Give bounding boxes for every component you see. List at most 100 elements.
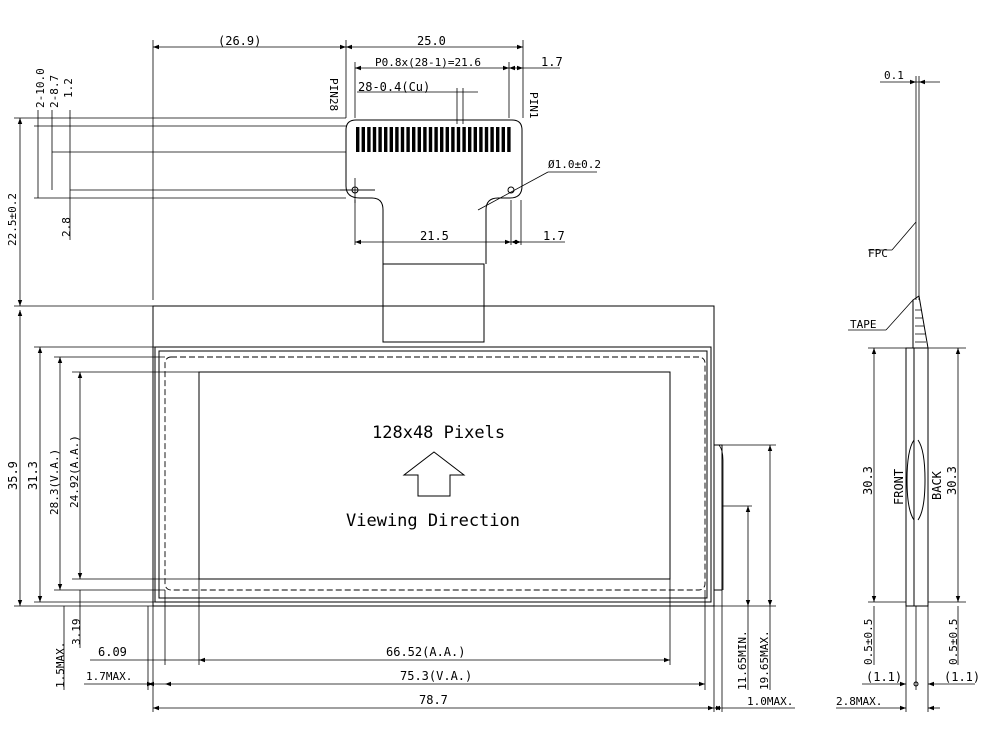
arrowhead xyxy=(928,705,934,711)
dim-0-5-left: 0.5±0.5 xyxy=(862,619,875,665)
arrowhead xyxy=(900,705,906,711)
pin1-label: PIN1 xyxy=(527,92,540,119)
arrowhead xyxy=(37,596,43,602)
arrowhead xyxy=(767,600,773,606)
arrowhead xyxy=(767,445,773,451)
arrowhead xyxy=(340,44,346,50)
arrowhead xyxy=(871,348,877,354)
dim-22-5: 22.5±0.2 xyxy=(6,193,19,246)
fpc-contact xyxy=(462,127,466,152)
dim-1-7-bot: 1.7 xyxy=(543,229,565,243)
fpc-contact xyxy=(456,127,461,152)
arrowheads xyxy=(17,44,961,711)
arrowhead xyxy=(355,65,361,71)
tape-region xyxy=(912,295,929,349)
fpc-contact xyxy=(406,127,410,152)
dim-1-2: 1.2 xyxy=(62,78,75,98)
arrowhead xyxy=(955,596,961,602)
dim-31-3: 31.3 xyxy=(26,461,40,490)
arrowhead xyxy=(346,44,352,50)
dim-pitch: P0.8x(28-1)=21.6 xyxy=(375,56,481,69)
module-outline xyxy=(152,305,715,607)
fpc-contact xyxy=(400,127,405,152)
fpc-contact xyxy=(384,127,388,152)
arrowhead xyxy=(928,681,934,687)
arrowhead xyxy=(153,44,159,50)
dim-0-5-right: 0.5±0.5 xyxy=(947,619,960,665)
dim-78-7: 78.7 xyxy=(419,693,448,707)
dim-2-10: 2-10.0 xyxy=(34,68,47,108)
top-dimensions: (26.9) 25.0 P0.8x(28-1)=21.6 1.7 28-0.4(… xyxy=(152,34,601,300)
arrowhead xyxy=(708,705,714,711)
arrowhead xyxy=(871,596,877,602)
arrowhead xyxy=(199,657,205,663)
arrowhead xyxy=(57,357,63,363)
dim-30-3-left: 30.3 xyxy=(861,466,875,495)
arrowhead xyxy=(503,65,509,71)
side-view: 0.1 FPC TAPE FRONT BACK 30.3 30.3 0.5±0.… xyxy=(836,69,980,712)
dim-hole: Ø1.0±0.2 xyxy=(548,158,601,171)
fpc-contact xyxy=(468,127,472,152)
tape-label: TAPE xyxy=(850,318,877,331)
fpc-contact xyxy=(479,127,483,152)
arrowhead xyxy=(509,65,515,71)
back-label: BACK xyxy=(930,470,944,500)
fpc-contact xyxy=(423,127,427,152)
arrowhead xyxy=(955,348,961,354)
fpc-contact xyxy=(440,127,444,152)
fpc-contact xyxy=(428,127,433,152)
dim-6-09: 6.09 xyxy=(98,645,127,659)
arrowhead xyxy=(147,681,153,687)
dim-1-7max: 1.7MAX. xyxy=(86,670,132,683)
fpc-contact xyxy=(434,127,438,152)
dim-28-3: 28.3(V.A.) xyxy=(48,449,61,515)
fpc-stiffener xyxy=(382,263,485,343)
arrowhead xyxy=(37,347,43,353)
left-dimensions: 22.5±0.2 2-10.0 2-8.7 1.2 2.8 35.9 31.3 … xyxy=(6,68,375,690)
dim-2-8-7: 2-8.7 xyxy=(48,75,61,108)
fpc-contact xyxy=(395,127,399,152)
fpc-contact xyxy=(445,127,449,152)
fpc-contact xyxy=(361,127,365,152)
arrowhead xyxy=(910,79,916,85)
dim-25-0: 25.0 xyxy=(417,34,446,48)
arrowhead xyxy=(57,584,63,590)
dim-cu: 28-0.4(Cu) xyxy=(358,80,430,94)
fpc-contacts xyxy=(356,127,511,152)
dim-2-8: 2.8 xyxy=(60,217,73,237)
dim-0-1: 0.1 xyxy=(884,69,904,82)
hole-right xyxy=(507,186,515,194)
fpc-contact xyxy=(451,127,455,152)
arrowhead xyxy=(77,573,83,579)
arrowhead xyxy=(17,310,23,316)
viewing-direction-label: Viewing Direction xyxy=(346,511,520,531)
arrowhead xyxy=(900,681,906,687)
dim-2-8max: 2.8MAX. xyxy=(836,695,882,708)
fpc-contact xyxy=(378,127,382,152)
arrowhead xyxy=(153,705,159,711)
side-tab xyxy=(714,444,723,591)
bottom-dimensions: 6.09 66.52(A.A.) 1.7MAX. 75.3(V.A.) 78.7… xyxy=(84,579,795,712)
viewing-area xyxy=(164,356,706,591)
dim-35-9: 35.9 xyxy=(6,461,20,490)
dim-26-9: (26.9) xyxy=(218,34,261,48)
fpc-contact xyxy=(367,127,371,152)
fpc-contact xyxy=(417,127,421,152)
arrowhead xyxy=(745,600,751,606)
dim-24-92: 24.92(A.A.) xyxy=(68,435,81,508)
fpc-contact xyxy=(372,127,377,152)
active-area xyxy=(198,371,671,580)
right-dimensions: 11.65MIN. 19.65MAX. xyxy=(714,444,776,690)
arrowhead xyxy=(77,372,83,378)
dim-30-3-right: 30.3 xyxy=(945,466,959,495)
glass-outer xyxy=(154,346,712,603)
arrowhead xyxy=(716,705,722,711)
fpc-contact xyxy=(501,127,505,152)
arrowhead xyxy=(919,79,925,85)
dim-1-5max: 1.5MAX. xyxy=(54,642,67,688)
arrowhead xyxy=(165,681,171,687)
arrowhead xyxy=(517,65,523,71)
pin28-label: PIN28 xyxy=(327,78,340,111)
dim-11-65: 11.65MIN. xyxy=(736,630,749,690)
dim-21-5: 21.5 xyxy=(420,229,449,243)
